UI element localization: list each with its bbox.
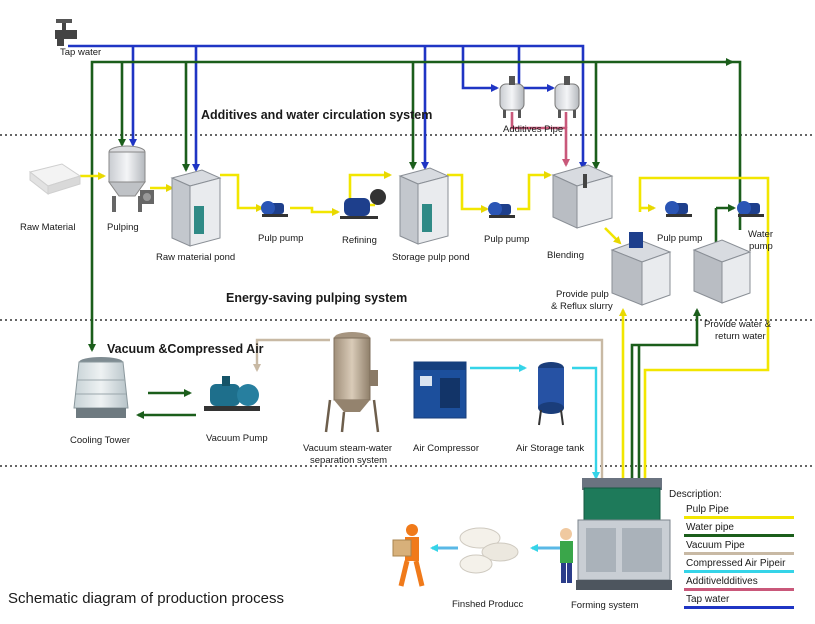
pulping-label: Pulping (107, 222, 139, 233)
vacuum-pipes (253, 338, 604, 478)
provide-water-label-line2: return water (715, 331, 766, 342)
air-compressor-label: Air Compressor (413, 443, 479, 454)
pulp-pump-2-icon (488, 202, 515, 218)
legend-label: Water pipe (686, 522, 734, 533)
water-pump-label-line2: pump (749, 241, 773, 252)
pulp-pump-3-label: Pulp pump (657, 233, 702, 244)
blending-tank-icon (551, 164, 614, 229)
storage-pulp-pond-label: Storage pulp pond (392, 252, 470, 263)
additives-section-title: Additives and water circulation system (201, 108, 432, 122)
compressed-air-pipes (470, 364, 600, 480)
legend-label: Compressed Air Pipeir (686, 558, 786, 569)
legend-swatch (684, 588, 794, 591)
legend-item-water: Water pipe (684, 522, 794, 537)
legend-label: Tap water (686, 594, 730, 605)
cooling-tower-label: Cooling Tower (70, 435, 130, 446)
additive-tank-2-icon (554, 76, 580, 118)
air-compressor-icon (413, 361, 467, 419)
pulp-pump-1-label: Pulp pump (258, 233, 303, 244)
finished-product-icon (459, 527, 519, 574)
provide-pulp-label-line1: Provide pulp (556, 289, 609, 300)
vacuum-pump-label: Vacuum Pump (206, 433, 268, 444)
legend-item-vacuum: Vacuum Pipe (684, 540, 794, 555)
tap-water-label: Tap water (60, 47, 101, 58)
additive-tank-1-icon (499, 76, 525, 118)
provide-water-label-line1: Provide water & (704, 319, 772, 330)
blending-label: Blending (547, 250, 584, 261)
vacuum-separation-label-line2: separation system (310, 455, 387, 466)
legend-label: Additiveldditives (686, 576, 758, 587)
raw-material-pond-label: Raw material pond (156, 252, 235, 263)
raw-material-label: Raw Material (20, 222, 75, 233)
cooling-tower-icon (73, 357, 129, 418)
legend-swatch (684, 552, 794, 555)
forming-system-label: Forming system (571, 600, 639, 611)
vacuum-section-title: Vacuum &Compressed Air (107, 342, 264, 356)
legend-label: Vacuum Pipe (686, 540, 745, 551)
forming-machine-icon (576, 478, 672, 590)
legend-item-pulp: Pulp Pipe (684, 504, 794, 519)
pulp-pump-2-label: Pulp pump (484, 234, 529, 245)
water-pump-label-line1: Water (748, 229, 773, 240)
legend: Description: Pulp Pipe Water pipe Vacuum… (669, 489, 794, 609)
vacuum-separation-tank-icon (324, 332, 380, 433)
legend-swatch (684, 516, 794, 519)
provide-pulp-label-line2: & Reflux slurry (551, 301, 613, 312)
legend-swatch (684, 534, 794, 537)
water-pump-icon (737, 201, 764, 217)
legend-title: Description: (669, 489, 722, 500)
legend-swatch (684, 606, 794, 609)
storage-pulp-pond-icon (398, 167, 450, 245)
pulper-machine-icon (108, 145, 154, 212)
provide-pulp-tank-icon (610, 232, 672, 306)
tap-faucet-icon (55, 19, 77, 46)
raw-material-pond-icon (170, 169, 222, 247)
finished-product-label: Finshed Producc (452, 599, 524, 610)
pulp-pump-3-icon (665, 201, 692, 217)
vacuum-pump-icon (204, 376, 260, 411)
legend-label: Pulp Pipe (686, 504, 729, 515)
air-storage-tank-icon (538, 362, 564, 426)
additive-pipes (510, 112, 570, 167)
legend-swatch (684, 570, 794, 573)
vacuum-separation-label-line1: Vacuum steam-water (303, 443, 392, 454)
pulping-section-title: Energy-saving pulping system (226, 291, 407, 305)
air-storage-tank-label: Air Storage tank (516, 443, 584, 454)
refiner-icon (340, 189, 386, 219)
additives-pipe-label: Additives Pipe (503, 124, 563, 135)
delivery-worker-icon (392, 524, 425, 587)
legend-item-tap-water: Tap water (684, 594, 794, 609)
pulp-pump-1-icon (261, 201, 288, 217)
diagram-title: Schematic diagram of production process (8, 590, 284, 607)
refining-label: Refining (342, 235, 377, 246)
water-pipes (88, 58, 742, 478)
operator-icon (560, 528, 573, 583)
raw-material-icon (28, 163, 82, 196)
legend-item-compressed-air: Compressed Air Pipeir (684, 558, 794, 573)
provide-water-tank-icon (692, 239, 752, 304)
legend-item-additive: Additiveldditives (684, 576, 794, 591)
